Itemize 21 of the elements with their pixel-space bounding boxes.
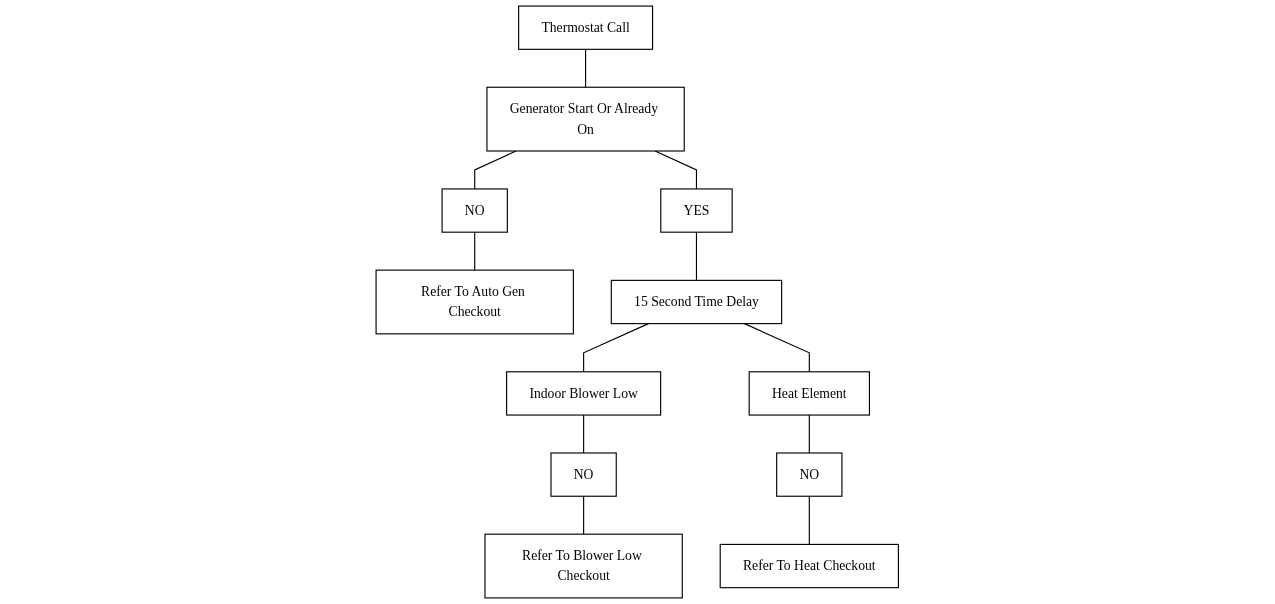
connector (474, 231, 476, 271)
node-box: NO (776, 452, 843, 497)
node-box: Generator Start Or Already On (486, 86, 686, 152)
connector (809, 495, 811, 545)
connector (583, 323, 650, 373)
node-box: Refer To Heat Checkout (719, 543, 900, 589)
node-box: Indoor Blower Low (506, 371, 662, 416)
connector (696, 231, 698, 281)
node-box: 15 Second Time Delay (610, 279, 783, 325)
node-box: Refer To Blower Low Checkout (484, 533, 684, 599)
node-box: Heat Element (748, 371, 871, 416)
connector (583, 414, 585, 454)
connector (809, 414, 811, 454)
connector (585, 48, 587, 88)
node-box: Refer To Auto Gen Checkout (375, 269, 575, 335)
node-box: Thermostat Call (518, 5, 654, 50)
node-box: YES (660, 188, 733, 233)
connector (744, 323, 811, 373)
connector (583, 495, 585, 535)
node-box: NO (550, 452, 618, 497)
node-box: NO (441, 188, 509, 233)
